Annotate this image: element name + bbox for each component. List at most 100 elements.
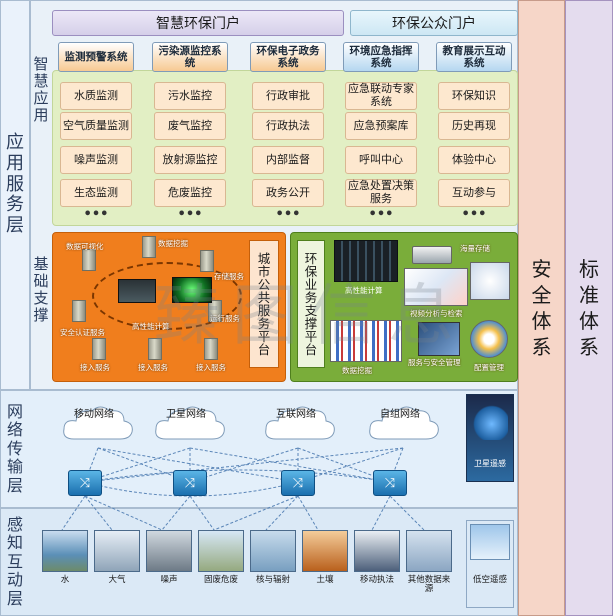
sensor-image	[42, 530, 88, 572]
server-icon	[142, 236, 156, 258]
system-item[interactable]: 内部监督	[252, 146, 324, 174]
switch-icon: ⤨	[68, 470, 102, 496]
system-item[interactable]: 噪声监测	[60, 146, 132, 174]
video-image	[404, 268, 468, 306]
sensor-label: 固废危废	[203, 575, 238, 585]
public-portal[interactable]: 环保公众门户	[350, 10, 518, 36]
label-config-mgmt: 配置管理	[474, 363, 504, 372]
system-item[interactable]: 历史再现	[438, 112, 510, 140]
server-icon	[72, 300, 86, 322]
system-header[interactable]: 环境应急指挥系统	[343, 42, 419, 72]
sensing-layer-label: 感知互动层	[6, 515, 23, 608]
app-layer-label: 应用服务层	[6, 132, 24, 237]
system-header[interactable]: 环保电子政务系统	[250, 42, 326, 72]
cloud-label: 移动网络	[74, 409, 114, 420]
cloud-oval	[92, 262, 242, 330]
more-dots: •••	[368, 207, 394, 222]
cloud-icon	[369, 406, 439, 440]
sensor-label: 移动执法	[359, 575, 394, 585]
switch-icon: ⤨	[281, 470, 315, 496]
system-header[interactable]: 监测预警系统	[58, 42, 134, 72]
chart-image	[330, 320, 402, 362]
network-cloud: 移动网络	[60, 401, 136, 445]
plane-icon	[470, 524, 510, 560]
system-item[interactable]: 污水监控	[154, 82, 226, 110]
server-icon	[204, 338, 218, 360]
system-item[interactable]: 生态监测	[60, 179, 132, 207]
sensor-label: 大气	[108, 575, 126, 585]
more-dots: •••	[83, 207, 109, 222]
standard-system: 标准体系	[565, 0, 613, 616]
label-cloud: 高性能计算	[132, 322, 170, 331]
low-altitude-label: 低空遥感	[472, 575, 507, 585]
smart-portal[interactable]: 智慧环保门户	[52, 10, 344, 36]
server-icon	[200, 250, 214, 272]
security-system: 安全体系	[518, 0, 565, 616]
system-item[interactable]: 环保知识	[438, 82, 510, 110]
server-icon	[92, 338, 106, 360]
cloud-icon	[63, 406, 133, 440]
cloud-label: 自组网络	[380, 409, 420, 420]
label-access-1: 接入服务	[138, 363, 168, 372]
cloud-icon	[155, 406, 225, 440]
system-item[interactable]: 水质监测	[60, 82, 132, 110]
label-service-mgmt: 服务与安全管理	[408, 358, 461, 367]
app-layer-band	[0, 0, 30, 390]
sensor-label: 土壤	[316, 575, 334, 585]
sensor-image	[406, 530, 452, 572]
sensing-links	[61, 496, 425, 531]
flow-image	[470, 262, 510, 300]
network-image	[172, 277, 212, 303]
network-cloud: 互联网络	[262, 401, 338, 445]
server-icon	[82, 249, 96, 271]
system-header[interactable]: 污染源监控系统	[152, 42, 228, 72]
label-data-visual: 数据可视化	[66, 242, 104, 251]
system-item[interactable]: 行政执法	[252, 112, 324, 140]
sensor-image	[198, 530, 244, 572]
system-item[interactable]: 互动参与	[438, 179, 510, 207]
cloud-label: 卫星网络	[166, 409, 206, 420]
label-access-2: 接入服务	[196, 363, 226, 372]
system-item[interactable]: 空气质量监测	[60, 112, 132, 140]
smart-app-label: 智慧应用	[33, 54, 49, 125]
sensor-image	[146, 530, 192, 572]
system-header[interactable]: 教育展示互动系统	[436, 42, 512, 72]
system-item[interactable]: 危废监控	[154, 179, 226, 207]
more-dots: •••	[275, 207, 301, 222]
more-dots: •••	[177, 207, 203, 222]
sensor-label: 核与辐射	[255, 575, 290, 585]
system-item[interactable]: 放射源监控	[154, 146, 226, 174]
base-support-label: 基础支撑	[33, 254, 49, 325]
system-item[interactable]: 呼叫中心	[345, 146, 417, 174]
label-security-auth: 安全认证服务	[60, 328, 105, 337]
server-icon	[208, 300, 222, 322]
sensor-label: 其他数据来源	[407, 575, 451, 595]
network-layer-label: 网络传输层	[6, 402, 23, 495]
system-item[interactable]: 废气监控	[154, 112, 226, 140]
system-item[interactable]: 应急联动专家系统	[345, 82, 417, 110]
config-image	[470, 320, 508, 358]
env-platform	[290, 232, 518, 382]
switch-icon: ⤨	[173, 470, 207, 496]
label-mass-storage: 海量存储	[460, 244, 490, 253]
system-item[interactable]: 政务公开	[252, 179, 324, 207]
server-icon	[148, 338, 162, 360]
label-data-exchange: 数据挖掘	[158, 239, 188, 248]
sensor-label: 水	[60, 575, 70, 585]
env-platform-title: 环保业务支撑平台	[297, 240, 325, 368]
datacenter-image	[118, 279, 156, 303]
network-cloud: 自组网络	[366, 401, 442, 445]
label-access-service: 接入服务	[80, 363, 110, 372]
cloud-label: 互联网络	[276, 409, 316, 420]
switch-icon: ⤨	[373, 470, 407, 496]
label-data-mining: 数据挖掘	[342, 366, 372, 375]
system-item[interactable]: 体验中心	[438, 146, 510, 174]
sensor-image	[94, 530, 140, 572]
system-item[interactable]: 应急处置决策服务	[345, 179, 417, 207]
system-item[interactable]: 应急预案库	[345, 112, 417, 140]
satellite-label: 卫星遥感	[474, 459, 506, 468]
cloud-icon	[265, 406, 335, 440]
more-dots: •••	[461, 207, 487, 222]
system-item[interactable]: 行政审批	[252, 82, 324, 110]
